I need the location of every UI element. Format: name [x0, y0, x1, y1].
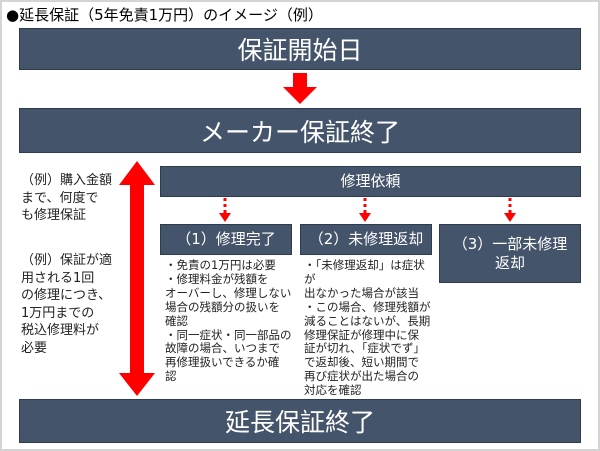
- left-note-2: （例）保証が適 用される1回 の修理につき、 1万円までの 税込修理料が 必要: [21, 253, 113, 356]
- repair-request-box: 修理依頼: [160, 166, 581, 197]
- dashed-arrow-icon: [504, 198, 516, 222]
- down-arrow-icon: [283, 73, 317, 104]
- slide-title: ●延長保証（5年免責1万円）のイメージ（例）: [6, 6, 323, 24]
- warranty-start-box: 保証開始日: [19, 28, 581, 70]
- dashed-arrow-icon: [219, 198, 231, 222]
- extended-warranty-end-box: 延長保証終了: [19, 399, 581, 443]
- double-arrow-icon: [119, 161, 155, 396]
- outcome-partial-box: （3）一部未修理 返却: [439, 224, 581, 283]
- maker-warranty-end-box: メーカー保証終了: [19, 108, 581, 153]
- outcome-unrepaired-box: （2）未修理返却: [300, 224, 432, 255]
- outcome-unrepaired-detail: ・「未修理返却」は症状が 出なかった場合が該当 ・この場合、修理残額が 減ること…: [304, 258, 431, 398]
- dashed-arrow-icon: [359, 198, 371, 222]
- outcome-repaired-detail: ・免責の1万円は必要 ・修理料金が残額を オーバーし、修理しない 場合の残額分の…: [165, 258, 292, 384]
- outcome-repaired-box: （1）修理完了: [160, 224, 292, 255]
- left-note-1: （例）購入金額 まで、何度で も修理保証: [21, 173, 113, 223]
